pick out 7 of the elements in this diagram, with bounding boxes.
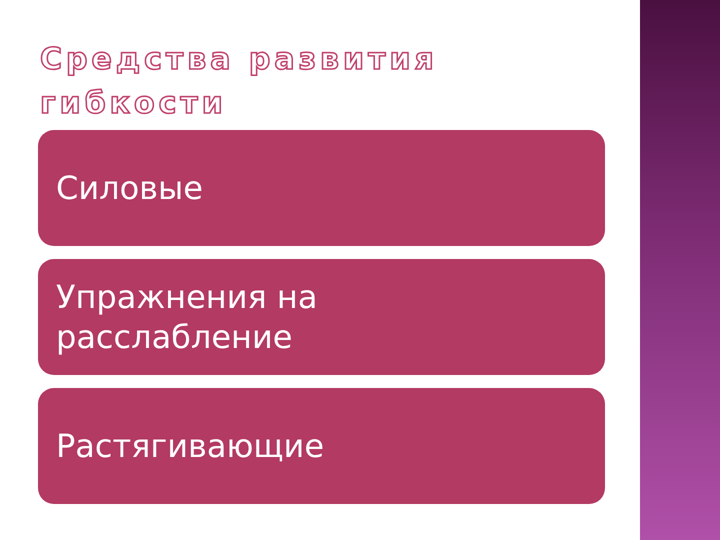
list-item-box xyxy=(38,130,605,246)
list-item-box xyxy=(38,259,605,375)
slide-title: Средства развития гибкости xyxy=(40,41,439,123)
item-text: Силовые xyxy=(56,168,204,208)
item-text: Упражнения на расслабление xyxy=(56,277,318,357)
list-item-box xyxy=(38,388,605,504)
item-text: Растягивающие xyxy=(56,426,326,466)
